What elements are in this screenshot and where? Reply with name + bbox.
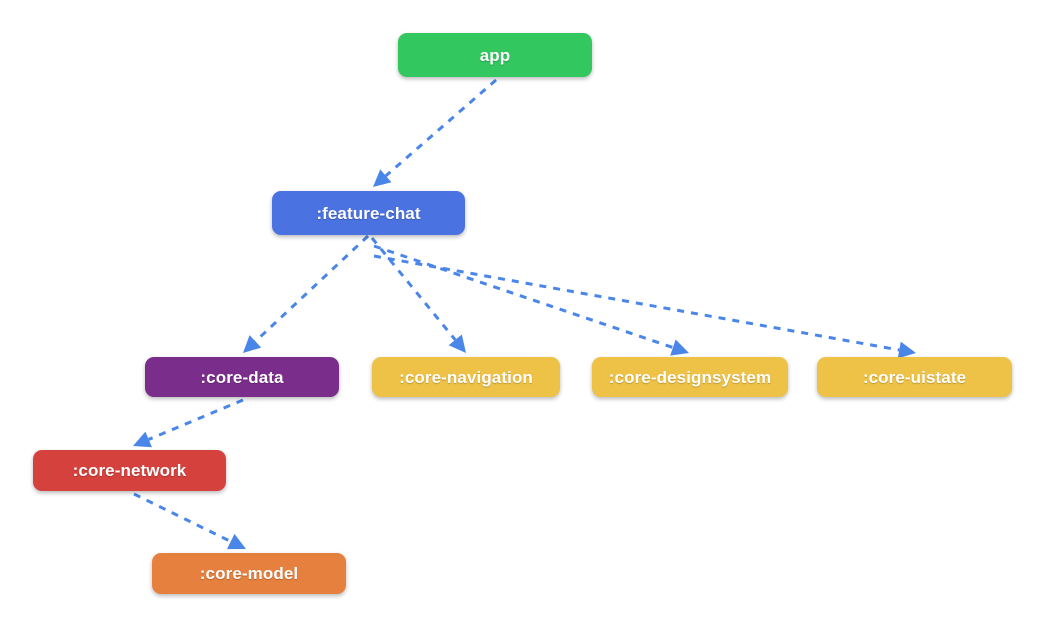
graph-node-label: :feature-chat — [316, 203, 421, 223]
graph-node-app[interactable]: app — [398, 33, 592, 77]
edge-arrowhead — [133, 431, 152, 448]
edge-core-data-to-core-network — [133, 398, 244, 448]
edge-arrowhead — [226, 533, 246, 550]
edge-app-to-feature-chat — [373, 78, 497, 187]
graph-node-label: app — [479, 45, 511, 65]
graph-node-label: :core-network — [72, 461, 187, 480]
edge-line — [133, 492, 232, 543]
edge-arrowhead — [243, 335, 262, 353]
graph-node-core-network[interactable]: :core-network — [33, 450, 226, 491]
edge-feature-chat-to-core-uistate — [373, 254, 916, 359]
graph-node-label: :core-model — [199, 564, 299, 583]
graph-node-core-navigation[interactable]: :core-navigation — [372, 357, 560, 397]
graph-node-label: :core-navigation — [399, 367, 533, 387]
edge-feature-chat-to-core-designsystem — [373, 244, 689, 356]
edge-line — [373, 254, 900, 352]
edge-arrowhead — [373, 169, 392, 187]
edge-line — [148, 398, 244, 441]
edge-line — [384, 78, 497, 177]
edge-arrowhead — [897, 341, 916, 359]
graph-node-core-uistate[interactable]: :core-uistate — [817, 357, 1012, 397]
graph-node-label: :core-data — [200, 367, 284, 387]
edge-arrowhead — [670, 339, 689, 356]
edge-feature-chat-to-core-data — [243, 234, 370, 353]
edge-line — [254, 234, 370, 343]
edge-core-network-to-core-model — [133, 492, 246, 550]
graph-node-label: :core-uistate — [862, 367, 967, 387]
graph-node-core-data[interactable]: :core-data — [145, 357, 339, 397]
graph-node-feature-chat[interactable]: :feature-chat — [272, 191, 465, 235]
graph-node-core-model[interactable]: :core-model — [152, 553, 346, 594]
edge-line — [370, 237, 457, 341]
edge-feature-chat-to-core-navigation — [370, 237, 466, 353]
graph-node-core-designsystem[interactable]: :core-designsystem — [592, 357, 788, 397]
graph-node-label: :core-designsystem — [608, 367, 772, 387]
edge-line — [373, 244, 674, 349]
edge-arrowhead — [448, 334, 466, 353]
